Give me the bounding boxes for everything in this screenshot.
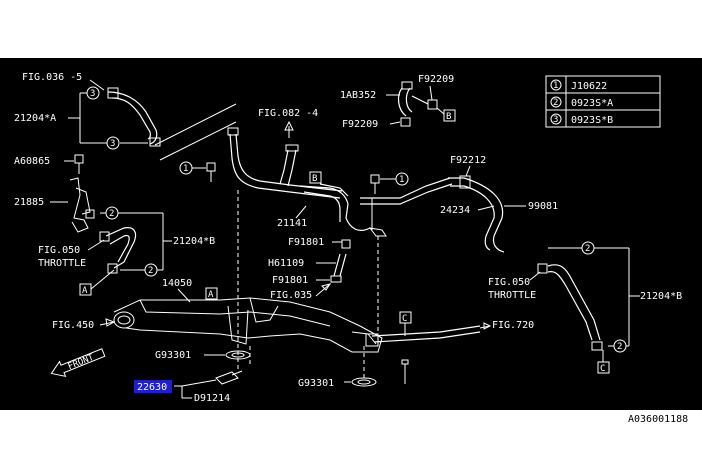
callout-c-center-text: C (402, 314, 407, 324)
parts-diagram: 1 J10622 2 0923S*A 3 0923S*B 3 3 FIG.036… (14, 72, 682, 404)
label-fig050-right: FIG.050 (488, 277, 530, 288)
label-g93301-left: G93301 (155, 350, 191, 361)
front-arrow: FRONT (50, 348, 106, 378)
hose-24234 (448, 175, 505, 253)
label-throttle-left: THROTTLE (38, 258, 86, 269)
label-fig720: FIG.720 (492, 320, 534, 331)
label-f92209-top: F92209 (418, 74, 454, 85)
label-24234: 24234 (440, 205, 470, 216)
label-f92209-bottom: F92209 (342, 119, 378, 130)
callout-a-center-text: A (208, 290, 214, 300)
legend-part-2: 0923S*A (571, 98, 613, 109)
callout-1-left: 1 (183, 164, 188, 174)
label-f91801-a: F91801 (288, 237, 324, 248)
hose-21204b-right (537, 247, 640, 351)
sensor-22630 (215, 370, 243, 385)
label-front: FRONT (67, 353, 96, 373)
label-h61109: H61109 (268, 258, 304, 269)
legend-num-3: 3 (553, 115, 558, 125)
label-22630[interactable]: 22630 (137, 382, 167, 393)
pipe-fig720 (365, 325, 481, 347)
label-21204b-right: 21204*B (640, 291, 682, 302)
legend-table: 1 J10622 2 0923S*A 3 0923S*B (545, 75, 661, 128)
callout-2-left-bottom: 2 (148, 266, 153, 276)
callout-b-center (309, 171, 322, 184)
gasket-right (351, 377, 377, 387)
callout-b-top (443, 109, 456, 122)
label-99081: 99081 (528, 201, 558, 212)
callout-2-left-top: 2 (109, 209, 114, 219)
callout-a-left-text: A (82, 286, 88, 296)
label-f92212: F92212 (450, 155, 486, 166)
pipe-21141 (227, 127, 453, 237)
callout-2-right-top: 2 (585, 244, 590, 254)
bolt-lower-right (401, 359, 409, 384)
label-21141: 21141 (277, 218, 307, 229)
callout-a-center (205, 287, 218, 300)
callout-b-top-text: B (446, 112, 451, 122)
label-21885: 21885 (14, 197, 44, 208)
gasket-left (225, 350, 251, 360)
label-fig035: FIG.035 (270, 290, 312, 301)
label-fig036: FIG.036 -5 (22, 72, 82, 83)
hose-21204b-left (99, 212, 172, 274)
bracket-21885 (69, 177, 95, 233)
hose-h61109 (330, 239, 351, 283)
label-fig450: FIG.450 (52, 320, 94, 331)
label-fig082: FIG.082 -4 (258, 108, 318, 119)
legend-num-1: 1 (553, 81, 558, 91)
label-a60865: A60865 (14, 156, 50, 167)
bolt-center-right (370, 174, 380, 194)
callout-3-top: 3 (90, 89, 95, 99)
legend-num-2: 2 (553, 98, 558, 108)
label-throttle-right: THROTTLE (488, 290, 536, 301)
legend-part-1: J10622 (571, 81, 607, 92)
highlight-22630 (134, 380, 172, 393)
callout-c-right-text: C (600, 364, 605, 374)
label-21204b-left: 21204*B (173, 236, 215, 247)
intake-manifold-14050 (113, 297, 383, 353)
callout-a-left (79, 283, 92, 296)
callout-1-right: 1 (399, 175, 404, 185)
legend-part-3: 0923S*B (571, 115, 613, 126)
label-f91801-b: F91801 (272, 275, 308, 286)
label-14050: 14050 (162, 278, 192, 289)
diagram-code: A036001188 (628, 414, 689, 425)
label-d91214: D91214 (194, 393, 230, 404)
hose-1ab352 (397, 81, 438, 127)
label-21204a: 21204*A (14, 113, 56, 124)
label-1ab352: 1AB352 (340, 90, 376, 101)
label-g93301-right: G93301 (298, 378, 334, 389)
label-fig050-left: FIG.050 (38, 245, 80, 256)
callout-2-right-bottom: 2 (617, 342, 622, 352)
callout-b-center-text: B (312, 174, 317, 184)
bolt-center-left (206, 162, 216, 182)
callout-3-bottom: 3 (110, 139, 115, 149)
diagram-panel: 1 J10622 2 0923S*A 3 0923S*B 3 3 FIG.036… (0, 58, 702, 410)
bolt-a60865 (74, 154, 84, 174)
